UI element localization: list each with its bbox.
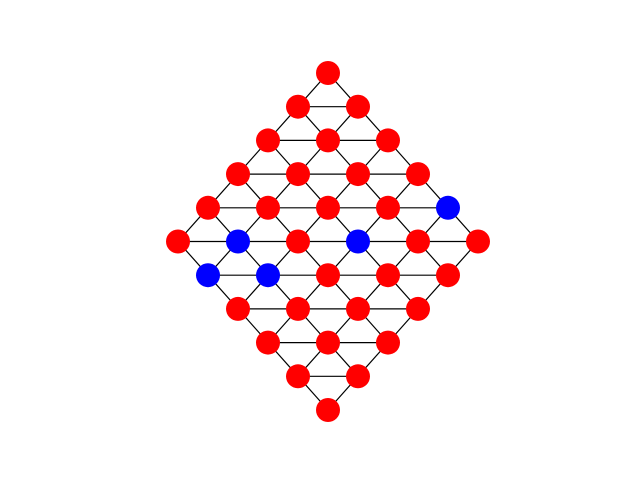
highlighted-node: [196, 263, 220, 288]
graph-node: [286, 162, 310, 187]
graph-node: [406, 162, 430, 187]
graph-node: [376, 128, 400, 153]
graph-node: [436, 263, 460, 288]
graph-node: [316, 195, 340, 220]
graph-node: [316, 61, 340, 85]
graph-node: [316, 330, 340, 355]
graph-node: [406, 229, 430, 254]
graph-node: [226, 162, 250, 187]
graph-node: [346, 94, 370, 119]
graph-node: [316, 398, 340, 422]
graph-node: [286, 296, 310, 321]
graph-node: [346, 162, 370, 187]
node-layer: [166, 61, 490, 422]
highlighted-node: [436, 195, 460, 220]
edge-layer: [177, 72, 479, 411]
graph-node: [376, 330, 400, 355]
graph-node: [226, 296, 250, 321]
graph-node: [376, 263, 400, 288]
graph-node: [286, 229, 310, 254]
graph-node: [256, 128, 280, 153]
highlighted-node: [256, 263, 280, 288]
graph-node: [286, 364, 310, 389]
graph-node: [316, 263, 340, 288]
graph-node: [256, 195, 280, 220]
graph-node: [196, 195, 220, 220]
graph-node: [406, 296, 430, 321]
graph-node: [316, 128, 340, 153]
graph-node: [346, 296, 370, 321]
graph-node: [166, 229, 190, 254]
graph-node: [256, 330, 280, 355]
graph-node: [466, 229, 490, 254]
graph-node: [376, 195, 400, 220]
highlighted-node: [346, 229, 370, 254]
graph-node: [286, 94, 310, 119]
highlighted-node: [226, 229, 250, 254]
graph-node: [346, 364, 370, 389]
